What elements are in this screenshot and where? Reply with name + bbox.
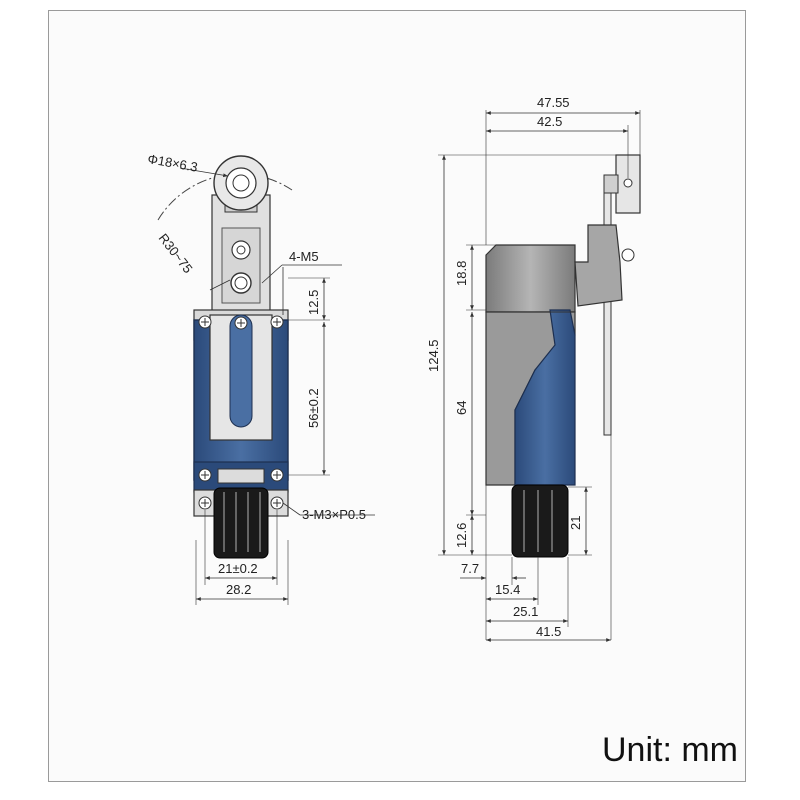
front-view: Φ18×6.3 R30~75 4-M5 12.5 56±0.2 3-M3×P0.… [146, 151, 375, 605]
unit-label: Unit: mm [602, 731, 738, 769]
side-view: 47.55 42.5 124.5 18.8 64 12.6 21 7.7 15.… [426, 95, 641, 642]
dim-15-4: 15.4 [495, 582, 520, 597]
screw-gland-left [198, 496, 212, 510]
screw-top-right [270, 315, 284, 329]
screw-gland-right [270, 496, 284, 510]
dim-124-5: 124.5 [426, 339, 441, 372]
drawing-frame [48, 10, 746, 782]
side-body-blue [514, 309, 576, 486]
thread-label: 3-M3×P0.5 [302, 507, 366, 522]
side-cable-gland [511, 484, 569, 558]
lever-bolt [231, 240, 251, 260]
lever-pivot [230, 272, 252, 294]
dim-28-2: 28.2 [226, 582, 251, 597]
dim-12-5: 12.5 [306, 290, 321, 315]
dim-47-55: 47.55 [537, 95, 570, 110]
side-head [485, 244, 576, 313]
dim-56: 56±0.2 [306, 388, 321, 428]
roller-size-label: Φ18×6.3 [146, 151, 198, 175]
dim-41-5: 41.5 [536, 624, 561, 639]
dim-21-front: 21±0.2 [218, 561, 258, 576]
cable-gland [213, 487, 269, 559]
lever-radius-label: R30~75 [156, 231, 196, 276]
dim-21-side: 21 [568, 516, 583, 530]
screw-bottom-right [270, 468, 284, 482]
dim-25-1: 25.1 [513, 604, 538, 619]
mounting-screw-label: 4-M5 [289, 249, 319, 264]
dim-42-5: 42.5 [537, 114, 562, 129]
dim-64: 64 [454, 401, 469, 415]
screw-bottom-left [198, 468, 212, 482]
screw-top-left [198, 315, 212, 329]
dim-12-6: 12.6 [454, 523, 469, 548]
dim-7-7: 7.7 [461, 561, 479, 576]
dim-18-8: 18.8 [454, 261, 469, 286]
